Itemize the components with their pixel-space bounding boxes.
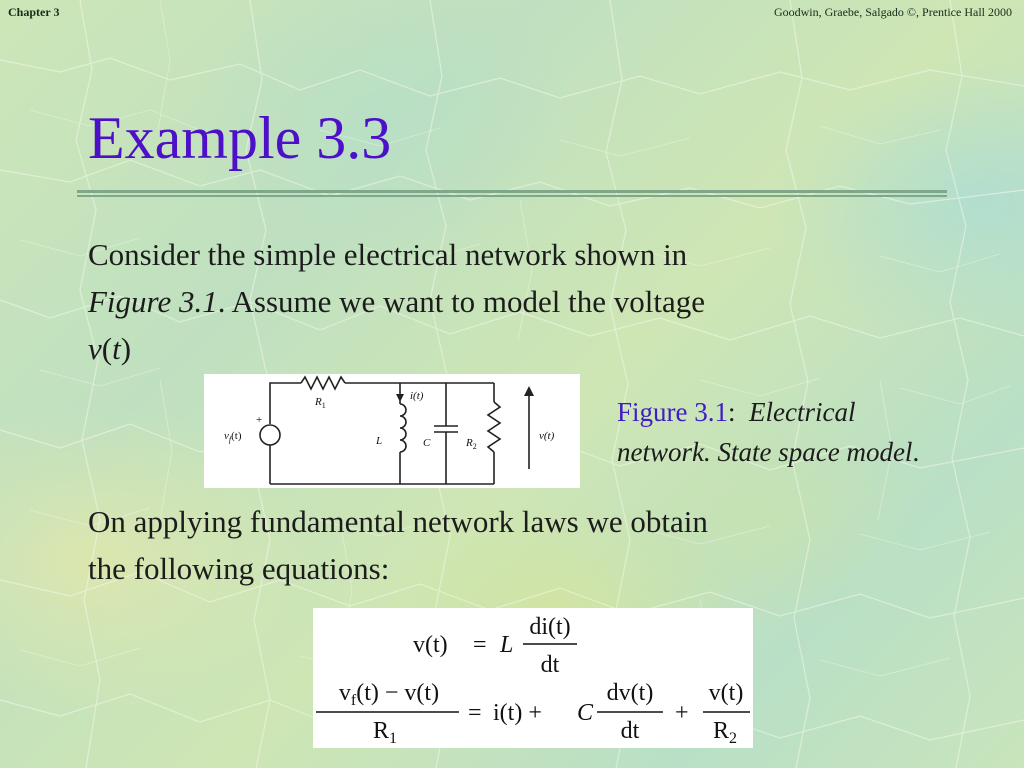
equations-paragraph: On applying fundamental network laws we … — [88, 498, 908, 592]
eq2-equals: = — [468, 700, 482, 726]
var-v: v — [88, 331, 102, 366]
eq1-equals: = — [473, 632, 487, 658]
circuit-figure: R1 i(t) + vf(t) L C R2 v(t) — [204, 374, 580, 488]
capacitor-label: C — [423, 437, 431, 449]
source-plus-sign: + — [256, 414, 262, 426]
copyright-credit: Goodwin, Graebe, Salgado ©, Prentice Hal… — [773, 5, 1012, 19]
slide-title: Example 3.3 — [88, 105, 392, 171]
eq2-frac1-denominator: dt — [621, 718, 640, 744]
equations-line-2: the following equations: — [88, 551, 390, 586]
voltage-label: v(t) — [539, 430, 555, 442]
svg-text:R2: R2 — [465, 437, 477, 451]
intro-line-2: . Assume we want to model the voltage — [217, 284, 706, 319]
eq2-lhs-denominator: R1 — [373, 718, 397, 747]
eq1-denominator: dt — [541, 652, 560, 678]
resistor-r2-label: R — [465, 437, 473, 449]
resistor-r2-subscript: 2 — [473, 442, 477, 451]
var-t: t — [112, 331, 121, 366]
title-rule-bottom — [77, 195, 947, 197]
eq2-frac2-denominator: R2 — [713, 718, 737, 747]
equations-panel: v(t) = L di(t) dt vf(t) − v(t) R1 = i(t)… — [313, 608, 753, 748]
caption-period: . — [912, 437, 920, 467]
source-argument: (t) — [231, 430, 242, 442]
intro-line-1: Consider the simple electrical network s… — [88, 237, 688, 272]
caption-text-1: Electrical — [749, 397, 856, 427]
svg-text:R1: R1 — [314, 396, 326, 410]
equations-line-1: On applying fundamental network laws we … — [88, 504, 708, 539]
caption-text-2: network. State space model — [617, 437, 913, 467]
eq2-lhs-numerator: vf(t) − v(t) — [339, 680, 439, 709]
eq2-frac1-numerator: dv(t) — [607, 680, 654, 706]
inductor-label: L — [375, 435, 382, 447]
eq1-coefficient: L — [499, 632, 513, 658]
svg-text:vf(t): vf(t) — [224, 430, 242, 444]
resistor-r1-subscript: 1 — [322, 401, 326, 410]
eq2-frac2-numerator: v(t) — [709, 680, 744, 706]
eq1-lhs: v(t) — [413, 632, 448, 658]
resistor-r1-label: R — [314, 396, 322, 408]
eq1-numerator: di(t) — [529, 614, 570, 640]
eq2-coefficient: C — [577, 700, 594, 726]
current-label: i(t) — [410, 390, 424, 402]
source-label: v — [224, 430, 229, 442]
title-rule-top — [77, 190, 947, 193]
caption-colon: : — [728, 397, 736, 427]
eq2-plus: + — [675, 700, 689, 726]
chapter-label: Chapter 3 — [8, 5, 60, 19]
figure-caption: Figure 3.1: Electrical network. State spa… — [617, 392, 1017, 472]
figure-reference: Figure 3.1 — [88, 284, 218, 319]
eq2-current-term: i(t) + — [493, 700, 542, 726]
source-subscript: f — [229, 435, 233, 444]
caption-figure-label: Figure 3.1 — [617, 397, 728, 427]
intro-paragraph: Consider the simple electrical network s… — [88, 237, 706, 366]
